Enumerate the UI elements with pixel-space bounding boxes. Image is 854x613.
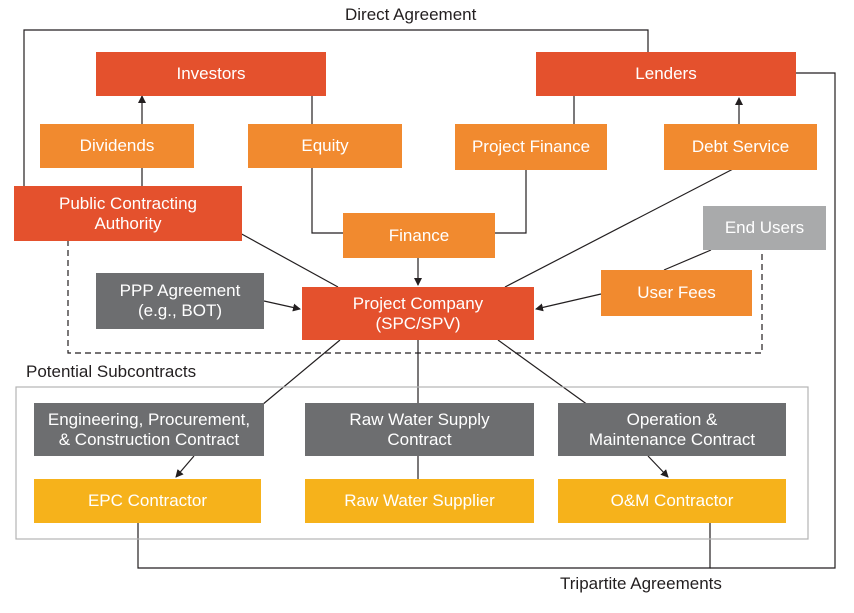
lenders-box: Lenders xyxy=(536,52,796,96)
equity-box: Equity xyxy=(248,124,402,168)
direct-agreement-caption: Direct Agreement xyxy=(345,5,477,24)
tripartite-agreements-caption: Tripartite Agreements xyxy=(560,574,722,593)
debt-service-box: Debt Service xyxy=(664,124,817,170)
end-users-box: End Users xyxy=(703,206,826,250)
authority-dashed-line xyxy=(67,240,763,354)
tripartite-line xyxy=(137,523,711,569)
finance-box: Finance xyxy=(343,213,495,258)
om-contract-box: Operation & Maintenance Contract xyxy=(558,403,786,456)
user-fees-box: User Fees xyxy=(601,270,752,316)
dividends-box: Dividends xyxy=(40,124,194,168)
project-company-box: Project Company (SPC/SPV) xyxy=(302,287,534,340)
ppp-agreement-box: PPP Agreement (e.g., BOT) xyxy=(96,273,264,329)
om-contractor-box: O&M Contractor xyxy=(558,479,786,523)
subcontracts-frame xyxy=(15,386,809,540)
direct-agreement-line xyxy=(23,29,649,186)
raw-water-supplier-box: Raw Water Supplier xyxy=(305,479,534,523)
epc-contract-box: Engineering, Procurement, & Construction… xyxy=(34,403,264,456)
investors-box: Investors xyxy=(96,52,326,96)
lenders-tripartite-line xyxy=(710,72,836,569)
potential-subcontracts-caption: Potential Subcontracts xyxy=(26,362,197,381)
project-finance-box: Project Finance xyxy=(455,124,607,170)
public-contracting-authority-box: Public Contracting Authority xyxy=(14,186,242,241)
epc-contractor-box: EPC Contractor xyxy=(34,479,261,523)
raw-water-supply-contract-box: Raw Water Supply Contract xyxy=(305,403,534,456)
